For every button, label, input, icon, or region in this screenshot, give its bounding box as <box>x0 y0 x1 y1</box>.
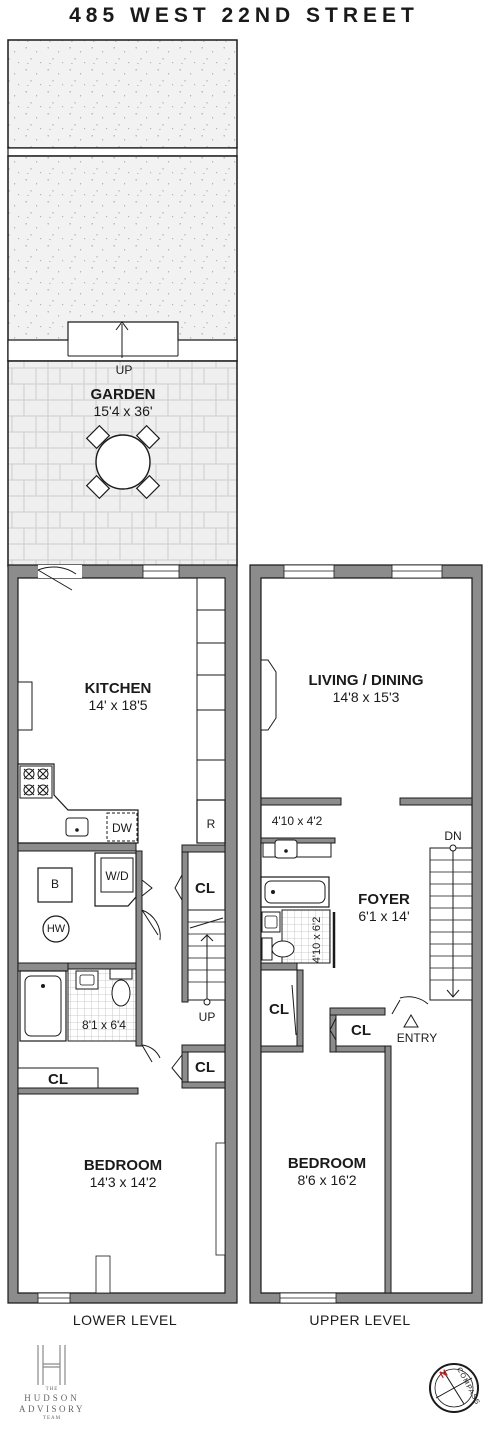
water-heater-icon <box>42 915 70 943</box>
brand-line-the: THE <box>45 1387 59 1392</box>
entry-arrow-icon <box>403 1014 419 1028</box>
utility-closet-label: CL <box>195 880 215 897</box>
lower-hall-closet-label: CL <box>195 1059 215 1076</box>
garden-wall <box>7 147 238 157</box>
upper-fixtures <box>260 839 473 1041</box>
living-dining-name: LIVING / DINING <box>308 672 424 689</box>
upper-bedroom-name: BEDROOM <box>287 1155 367 1172</box>
garden-dims: 15'4 x 36' <box>93 403 153 419</box>
bedroom-closet-outline <box>17 1067 99 1089</box>
toilet-icon <box>111 979 131 1007</box>
boiler-icon <box>37 867 73 903</box>
refrigerator-label: R <box>206 817 216 831</box>
dishwasher-label: DW <box>112 821 132 835</box>
garden-name: GARDEN <box>90 386 156 403</box>
rear-planting-bed <box>7 39 238 149</box>
brand-line-advisory: ADVISORY <box>18 1404 85 1414</box>
lower-stair-label: UP <box>198 1010 216 1024</box>
upper-bedroom-dims: 8'6 x 16'2 <box>297 1172 357 1188</box>
garden-stair-label: UP <box>115 363 133 377</box>
kitchen-dims: 14' x 18'5 <box>88 697 148 713</box>
brand-monogram: H <box>36 1343 68 1344</box>
kitchen-sink-icon <box>65 817 89 837</box>
kitchen-fixtures <box>17 577 226 844</box>
living-dining-dims: 14'8 x 15'3 <box>332 689 400 705</box>
refrigerator-icon <box>196 799 226 844</box>
pantry-sink-icon <box>274 839 298 859</box>
lower-bedroom-closet-label: CL <box>48 1071 68 1088</box>
hot-water-label: HW <box>46 923 66 935</box>
boiler-label: B <box>50 877 59 891</box>
dishwasher-icon <box>106 812 138 842</box>
upper-right-closet-label: CL <box>351 1022 371 1039</box>
lower-level-label: LOWER LEVEL <box>72 1312 178 1328</box>
washer-dryer-label: W/D <box>105 869 129 883</box>
kitchen-name: KITCHEN <box>84 680 152 697</box>
utility-fixtures <box>37 852 161 943</box>
washer-dryer-icon <box>100 857 134 893</box>
compass-rose-icon <box>429 1363 479 1413</box>
dining-table-icon <box>85 424 161 500</box>
upper-toilet-icon <box>271 940 295 958</box>
foyer-stair-label: DN <box>444 829 462 843</box>
upper-level-walls <box>249 564 483 1304</box>
lower-stairs <box>17 874 226 1089</box>
lower-level-walls <box>7 564 238 1304</box>
entry-label: ENTRY <box>396 1031 438 1045</box>
toilet-tank <box>109 968 133 980</box>
upper-left-closet-label: CL <box>269 1001 289 1018</box>
upper-toilet-tank <box>261 937 273 961</box>
upper-bath-dims: 4'10 x 6'2 <box>311 916 323 964</box>
pantry-dims: 4'10 x 4'2 <box>271 814 323 828</box>
upper-level-label: UPPER LEVEL <box>309 1312 411 1328</box>
lower-bedroom-name: BEDROOM <box>83 1157 163 1174</box>
lower-bedroom-dims: 14'3 x 14'2 <box>89 1174 157 1190</box>
foyer-name: FOYER <box>358 891 410 908</box>
lower-bathroom <box>19 968 161 1063</box>
brand-logo-icon <box>37 1345 66 1385</box>
garden-area <box>7 39 238 567</box>
lower-bath-dims: 8'1 x 6'4 <box>82 1018 126 1032</box>
brand-line-team: TEAM <box>42 1416 62 1421</box>
page-title: 485 WEST 22ND STREET <box>69 4 419 27</box>
foyer-dims: 6'1 x 14' <box>358 908 410 924</box>
foyer-stairs <box>429 847 473 1001</box>
brand-line-hudson: HUDSON <box>24 1393 80 1403</box>
